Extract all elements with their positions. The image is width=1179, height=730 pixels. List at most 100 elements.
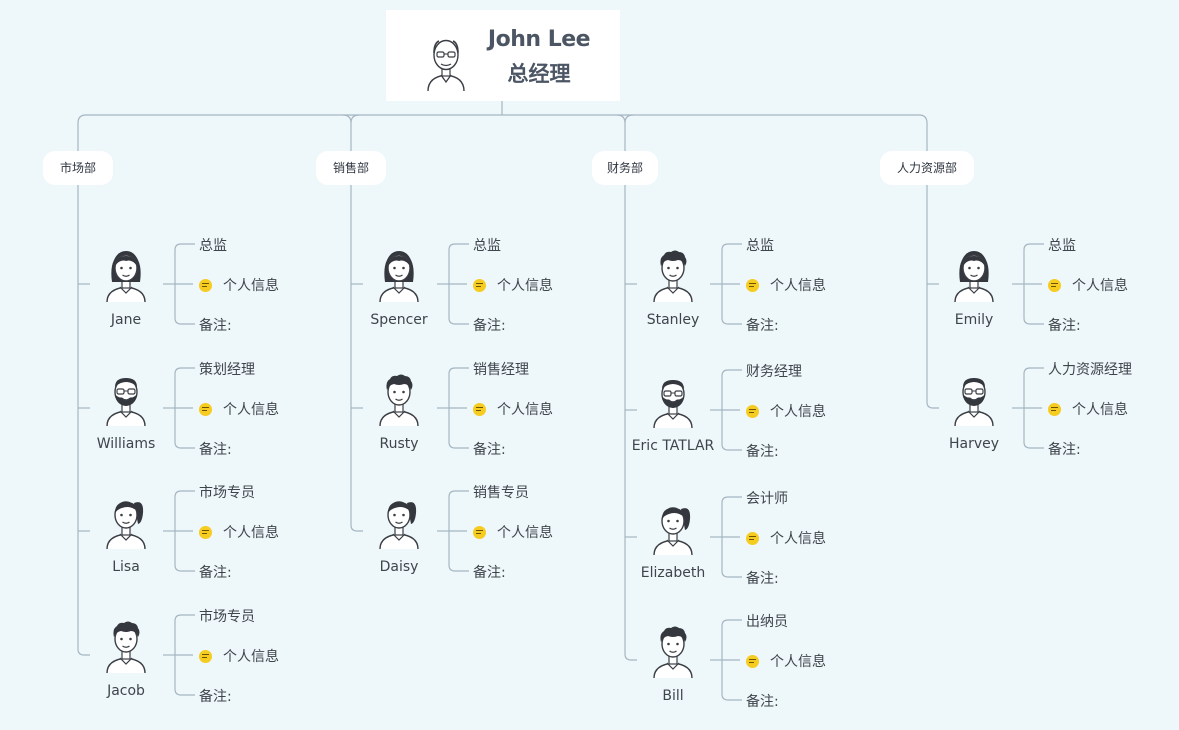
note-icon — [746, 531, 759, 545]
role-label: 总监 — [199, 238, 227, 254]
woman-ponytail-avatar-icon — [379, 501, 419, 549]
note-icon — [199, 402, 212, 416]
person-name[interactable]: Harvey — [948, 436, 1000, 452]
remarks-label: 备注: — [199, 689, 232, 705]
remarks-label: 备注: — [746, 444, 779, 460]
man-curly-hair-avatar-icon — [379, 374, 419, 426]
note-icon — [473, 278, 486, 292]
role-label: 总监 — [1048, 238, 1076, 254]
personal-info-label: 个人信息 — [770, 404, 826, 420]
role-label: 总监 — [473, 238, 501, 254]
role-label: 总监 — [746, 238, 774, 254]
note-icon — [1048, 402, 1061, 416]
bearded-man-glasses-avatar-icon — [653, 380, 693, 428]
personal-info-label: 个人信息 — [497, 525, 553, 541]
note-icon — [746, 654, 759, 668]
personal-info-item[interactable]: 个人信息 — [199, 399, 279, 419]
role-label: 财务经理 — [746, 364, 802, 380]
role-label: 会计师 — [746, 491, 788, 507]
man-curly-hair-avatar-icon — [106, 621, 146, 673]
personal-info-label: 个人信息 — [1072, 278, 1128, 294]
personal-info-item[interactable]: 个人信息 — [199, 522, 279, 542]
personal-info-item[interactable]: 个人信息 — [199, 275, 279, 295]
role-label: 策划经理 — [199, 362, 255, 378]
department-node[interactable]: 财务部 — [592, 151, 658, 185]
woman-long-hair-avatar-icon — [106, 251, 146, 302]
personal-info-label: 个人信息 — [1072, 402, 1128, 418]
remarks-label: 备注: — [746, 694, 779, 710]
remarks-label: 备注: — [1048, 318, 1081, 334]
role-label: 人力资源经理 — [1048, 362, 1132, 378]
personal-info-item[interactable]: 个人信息 — [1048, 275, 1128, 295]
note-icon — [199, 525, 212, 539]
role-label: 市场专员 — [199, 609, 255, 625]
remarks-label: 备注: — [199, 442, 232, 458]
personal-info-label: 个人信息 — [223, 402, 279, 418]
personal-info-item[interactable]: 个人信息 — [746, 651, 826, 671]
note-icon — [199, 649, 212, 663]
remarks-label: 备注: — [746, 571, 779, 587]
remarks-label: 备注: — [199, 565, 232, 581]
person-name[interactable]: Jane — [110, 312, 142, 328]
person-name[interactable]: Jacob — [107, 683, 145, 699]
personal-info-label: 个人信息 — [223, 649, 279, 665]
personal-info-label: 个人信息 — [497, 402, 553, 418]
remarks-label: 备注: — [199, 318, 232, 334]
note-icon — [199, 278, 212, 292]
personal-info-label: 个人信息 — [770, 531, 826, 547]
personal-info-item[interactable]: 个人信息 — [473, 275, 553, 295]
woman-ponytail-avatar-icon — [106, 501, 146, 549]
person-name[interactable]: Spencer — [370, 312, 428, 328]
remarks-label: 备注: — [473, 318, 506, 334]
man-curly-hair-avatar-icon — [653, 626, 693, 678]
role-label: 销售专员 — [473, 485, 529, 501]
personal-info-item[interactable]: 个人信息 — [746, 528, 826, 548]
remarks-label: 备注: — [1048, 442, 1081, 458]
person-name[interactable]: Lisa — [112, 559, 140, 575]
note-icon — [473, 402, 486, 416]
root-title: 总经理 — [507, 62, 571, 86]
remarks-label: 备注: — [473, 565, 506, 581]
person-name[interactable]: Daisy — [379, 559, 419, 575]
personal-info-item[interactable]: 个人信息 — [746, 401, 826, 421]
person-name[interactable]: Elizabeth — [640, 565, 706, 581]
root-node-card[interactable]: John Lee 总经理 — [386, 10, 620, 101]
woman-ponytail-avatar-icon — [653, 507, 693, 555]
personal-info-label: 个人信息 — [497, 278, 553, 294]
note-icon — [746, 404, 759, 418]
role-label: 销售经理 — [473, 362, 529, 378]
personal-info-label: 个人信息 — [223, 525, 279, 541]
woman-long-hair-avatar-icon — [954, 251, 994, 302]
personal-info-item[interactable]: 个人信息 — [199, 646, 279, 666]
remarks-label: 备注: — [746, 318, 779, 334]
role-label: 市场专员 — [199, 485, 255, 501]
bearded-man-glasses-avatar-icon — [106, 378, 146, 426]
note-icon — [1048, 278, 1061, 292]
person-name[interactable]: Bill — [662, 688, 684, 704]
bearded-man-glasses-avatar-icon — [954, 378, 994, 426]
department-node[interactable]: 人力资源部 — [880, 151, 974, 185]
person-name[interactable]: Rusty — [379, 436, 419, 452]
person-name[interactable]: Emily — [954, 312, 994, 328]
person-name[interactable]: Williams — [96, 436, 156, 452]
person-name[interactable]: Stanley — [646, 312, 700, 328]
man-curly-hair-avatar-icon — [653, 250, 693, 302]
person-name[interactable]: Eric TATLAR — [631, 438, 715, 454]
personal-info-item[interactable]: 个人信息 — [473, 522, 553, 542]
bald-man-glasses-avatar-icon — [427, 39, 465, 91]
remarks-label: 备注: — [473, 442, 506, 458]
personal-info-label: 个人信息 — [223, 278, 279, 294]
personal-info-item[interactable]: 个人信息 — [473, 399, 553, 419]
personal-info-label: 个人信息 — [770, 654, 826, 670]
role-label: 出纳员 — [746, 614, 788, 630]
personal-info-item[interactable]: 个人信息 — [1048, 399, 1128, 419]
personal-info-label: 个人信息 — [770, 278, 826, 294]
department-node[interactable]: 市场部 — [43, 151, 113, 185]
root-name: John Lee — [487, 27, 591, 52]
note-icon — [473, 525, 486, 539]
note-icon — [746, 278, 759, 292]
personal-info-item[interactable]: 个人信息 — [746, 275, 826, 295]
department-node[interactable]: 销售部 — [316, 151, 386, 185]
woman-long-hair-avatar-icon — [379, 251, 419, 302]
